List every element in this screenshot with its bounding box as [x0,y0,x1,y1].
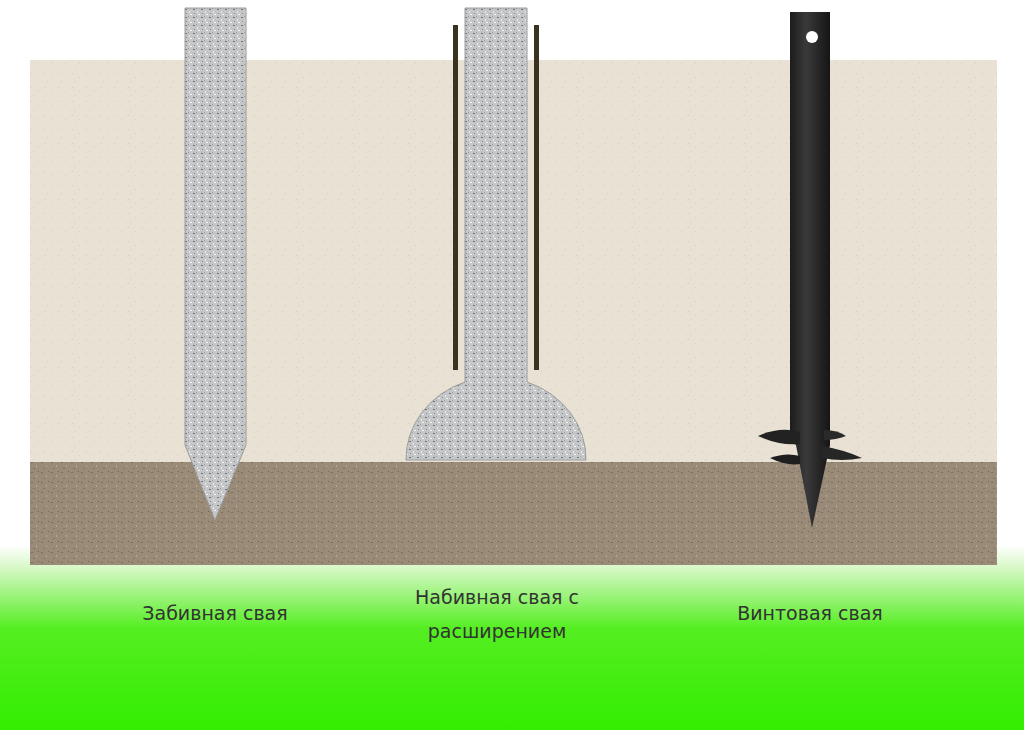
pile-label: Винтовая свая [680,596,940,630]
pile-label: Забивная свая [85,596,345,630]
pile-label: Набивная свая с расширением [397,580,597,648]
